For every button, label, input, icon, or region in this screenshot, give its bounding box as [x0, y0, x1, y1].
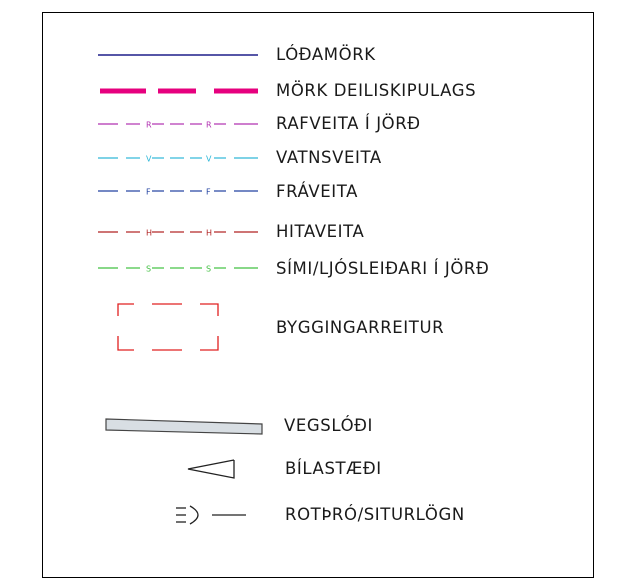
svg-text:H: H: [146, 229, 152, 238]
svg-text:F: F: [206, 188, 211, 197]
legend-label-rafveita: RAFVEITA Í JÖRÐ: [276, 114, 421, 133]
svg-text:F: F: [146, 188, 151, 197]
rotthro-symbol: [176, 505, 246, 525]
svg-text:S: S: [206, 265, 211, 274]
legend-label-simi: SÍMI/LJÓSLEIÐARI Í JÖRÐ: [276, 259, 490, 278]
vatnsveita-symbol: V V: [98, 155, 258, 164]
legend-label-hitaveita: HITAVEITA: [276, 222, 365, 241]
svg-text:R: R: [206, 121, 212, 130]
legend-label-vatnsveita: VATNSVEITA: [276, 148, 382, 167]
byggingarreitur-symbol: [117, 303, 219, 351]
legend-label-mork-deiliskipulags: MÖRK DEILISKIPULAGS: [276, 81, 477, 100]
legend-label-fraveita: FRÁVEITA: [276, 182, 358, 201]
svg-text:V: V: [206, 155, 212, 164]
svg-text:V: V: [146, 155, 152, 164]
legend-label-byggingarreitur: BYGGINGARREITUR: [276, 318, 445, 337]
simi-symbol: S S: [98, 265, 258, 274]
legend-label-vegslodi: VEGSLÓÐI: [284, 416, 374, 435]
hitaveita-symbol: H H: [98, 229, 258, 238]
rafveita-symbol: R R: [98, 121, 258, 130]
legend-frame: [42, 12, 594, 578]
legend-label-lodamork: LÓÐAMÖRK: [276, 45, 376, 64]
vegslodi-symbol: [105, 418, 263, 435]
svg-text:R: R: [146, 121, 152, 130]
legend-label-bilastaedi: BÍLASTÆÐI: [285, 459, 382, 478]
bilastaedi-symbol: [187, 459, 235, 479]
svg-text:S: S: [146, 265, 151, 274]
svg-text:H: H: [206, 229, 212, 238]
legend-label-rotthro: ROTÞRÓ/SITURLÖGN: [285, 505, 465, 524]
fraveita-symbol: F F: [98, 188, 258, 197]
